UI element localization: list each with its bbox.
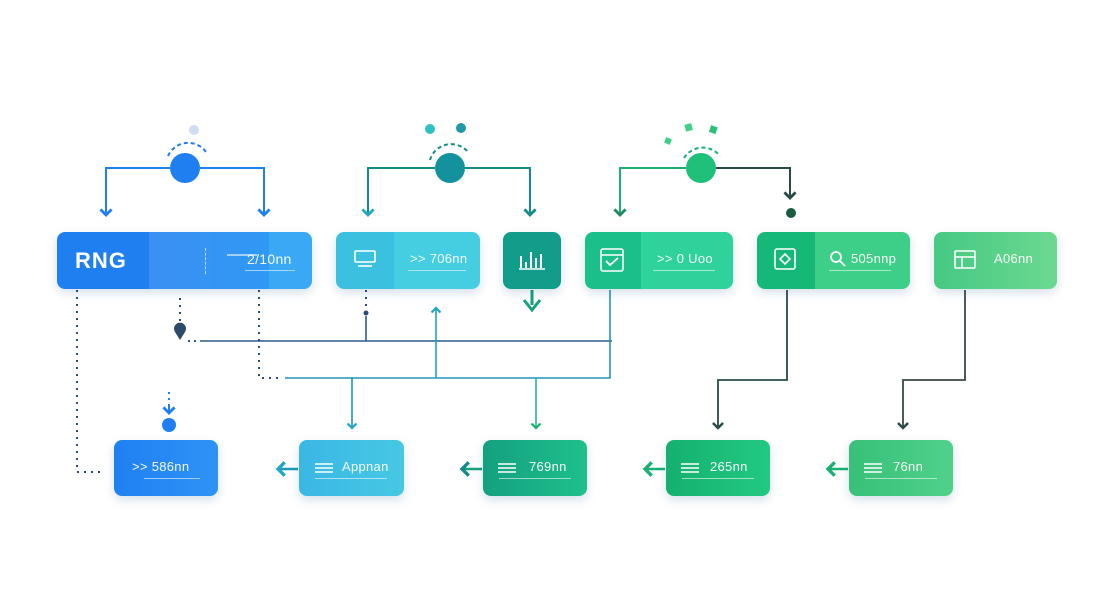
route-bus-2: [285, 290, 611, 379]
hub-3-left-connector: [613, 167, 686, 217]
hub-3-right-connector: [716, 167, 797, 200]
route-t1-right-dotted: [258, 290, 280, 379]
node-706-left-seg: [336, 232, 394, 289]
node-505-rule: [829, 270, 891, 271]
route-pin: [174, 322, 186, 340]
stack-icon: [315, 463, 333, 473]
route-t2-dot: [363, 310, 369, 316]
node-bars[interactable]: [503, 232, 561, 289]
route-t1-left-dotted: [76, 290, 105, 473]
hub-3-sq-1: [664, 137, 672, 145]
image-frame-icon: [954, 250, 976, 269]
node-appnan[interactable]: Appnan: [299, 440, 404, 496]
node-706-right-seg: [394, 232, 480, 289]
hub-3: [613, 123, 797, 218]
hub-2-ring: [429, 143, 469, 161]
route-b1-dot: [162, 418, 176, 432]
hub-1: [99, 125, 271, 217]
node-rng-left-seg: [57, 232, 149, 289]
node-rng-divider: [205, 248, 206, 274]
node-265-value: 265nn: [710, 459, 748, 474]
hub-1-dot-small: [189, 125, 199, 135]
hub-2: [361, 123, 537, 217]
route-t3-arrow: [522, 299, 542, 313]
route-t5-b4: [712, 290, 788, 430]
node-rng-right-seg: [269, 232, 312, 289]
node-76[interactable]: 76nn: [849, 440, 953, 496]
node-76-value: 76nn: [893, 459, 924, 474]
node-0uoo-value: >> 0 Uoo: [657, 251, 713, 266]
routing: [76, 290, 966, 477]
hub-3-ring: [683, 146, 721, 159]
node-rng-mini-text: [227, 254, 257, 256]
hub-3-sq-2: [684, 123, 693, 132]
stack-icon: [498, 463, 516, 473]
node-rng-value: 2/10nn: [247, 251, 292, 267]
node-a06-value: A06nn: [994, 251, 1034, 266]
node-769-value: 769nn: [529, 459, 567, 474]
node-706-rule: [408, 270, 466, 271]
checklist-icon: [600, 248, 624, 272]
hub-3-node: [686, 153, 716, 183]
node-0uoo-rule: [653, 270, 715, 271]
hub-3-end-dot: [786, 208, 796, 218]
hub-1-node: [170, 153, 200, 183]
node-rng[interactable]: RNG 2/10nn: [57, 232, 312, 289]
hub-2-right-connector: [465, 167, 537, 217]
hub-2-dot-left: [425, 124, 435, 134]
node-505-right-seg: [815, 232, 910, 289]
node-appnan-value: Appnan: [342, 459, 389, 474]
route-t6-b5: [897, 290, 966, 430]
stack-icon: [681, 463, 699, 473]
hub-2-left-connector: [361, 167, 435, 217]
node-265-rule: [682, 478, 754, 479]
node-769-rule: [499, 478, 571, 479]
hub-1-right-connector: [200, 167, 271, 217]
node-265[interactable]: 265nn: [666, 440, 770, 496]
node-appnan-rule: [315, 478, 387, 479]
hub-1-left-connector: [99, 167, 170, 217]
stack-icon: [864, 463, 882, 473]
node-0uoo-left-seg: [585, 232, 641, 289]
search-icon: [830, 251, 846, 267]
hub-2-dot-right: [456, 123, 466, 133]
bar-chart-icon: [519, 252, 545, 270]
node-706[interactable]: >> 706nn: [336, 232, 480, 289]
node-rng-rule: [245, 270, 295, 271]
node-769[interactable]: 769nn: [483, 440, 587, 496]
node-0uoo-right-seg: [641, 232, 733, 289]
hub-2-node: [435, 153, 465, 183]
node-505-value: 505nnp: [851, 251, 897, 266]
hub-3-sq-3: [708, 125, 718, 135]
node-rng-title: RNG: [75, 248, 127, 273]
hub-1-ring: [167, 141, 207, 157]
node-505[interactable]: 505nnp: [757, 232, 910, 289]
node-586[interactable]: >> 586nn: [114, 440, 218, 496]
map-marker-icon: [774, 248, 796, 270]
node-76-rule: [865, 478, 937, 479]
node-586-value: >> 586nn: [132, 459, 190, 474]
node-505-left-seg: [757, 232, 815, 289]
monitor-icon: [354, 250, 376, 267]
node-0uoo[interactable]: >> 0 Uoo: [585, 232, 733, 289]
node-706-value: >> 706nn: [410, 251, 468, 266]
node-rng-mid-seg: [149, 232, 269, 289]
node-586-rule: [144, 478, 200, 479]
node-a06[interactable]: A06nn: [934, 232, 1057, 289]
